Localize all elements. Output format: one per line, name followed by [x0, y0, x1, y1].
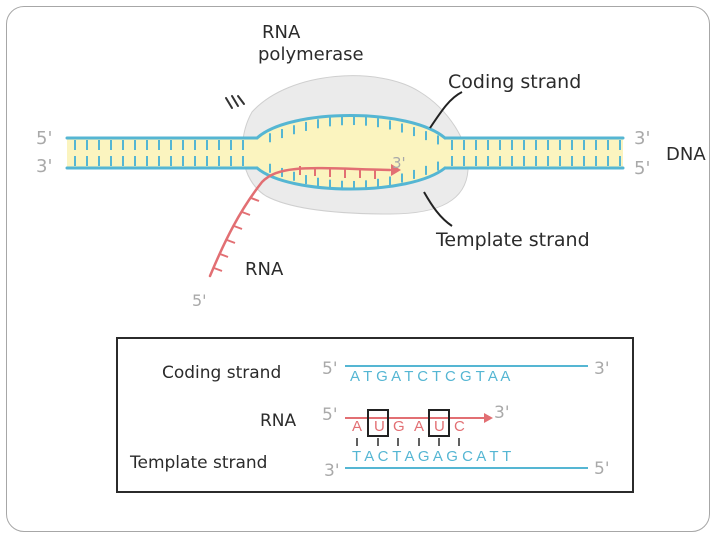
uracil-highlight-1 — [367, 409, 389, 437]
left-top-end: 5' — [36, 128, 52, 149]
seq-rna-3prime: 3' — [494, 403, 510, 423]
dna-strands — [65, 114, 625, 191]
right-bottom-end: 5' — [634, 158, 650, 179]
rna-bases — [213, 166, 376, 272]
seq-template-bases: T A C T A G A G C A T T — [352, 448, 511, 465]
coding-strand-pointer — [429, 91, 463, 129]
rna-base-4: A — [414, 418, 424, 435]
coding-strand-bases — [269, 116, 439, 190]
seq-template-3prime: 3' — [324, 461, 340, 481]
right-top-end: 3' — [634, 128, 650, 149]
seq-template-5prime: 5' — [594, 459, 610, 479]
rna-tick — [226, 239, 236, 244]
sequence-box — [116, 337, 634, 493]
template-strand-label: Template strand — [435, 229, 590, 251]
motion-marks — [225, 95, 245, 109]
rna-tick — [213, 267, 223, 272]
rna-tick — [219, 253, 229, 258]
dna-base-pairs — [74, 140, 621, 166]
pairing-ticks — [356, 438, 460, 446]
rna-polymerase-label-2: polymerase — [258, 44, 364, 65]
coding-strand-label: Coding strand — [448, 71, 581, 93]
template-strand-pointer — [423, 191, 453, 227]
rna-strand — [208, 166, 392, 278]
rna-tick — [250, 197, 260, 202]
rna-tick — [233, 225, 243, 230]
rna-label: RNA — [245, 259, 284, 280]
rna-base-6: C — [454, 418, 465, 435]
uracil-highlight-2 — [428, 409, 450, 437]
rna-polymerase-label-1: RNA — [262, 22, 301, 43]
rna-base-3: G — [393, 418, 405, 435]
rna-base-5: U — [434, 418, 445, 435]
rna-tick — [241, 211, 251, 216]
dna-label: DNA — [666, 144, 706, 165]
seq-coding-bases: A T G A T C T C G T A A — [350, 368, 510, 385]
seq-coding-3prime: 3' — [594, 359, 610, 379]
rna-3prime-end: 3' — [392, 154, 406, 172]
dna-left-band — [67, 138, 257, 168]
seq-rna-label: RNA — [260, 411, 297, 431]
rna-base-1: A — [352, 418, 362, 435]
seq-coding-label: Coding strand — [162, 363, 281, 383]
seq-rna-arrowhead — [484, 413, 493, 423]
rna-arrowhead — [391, 164, 401, 176]
left-bottom-end: 3' — [36, 156, 52, 177]
rna-5prime-end: 5' — [192, 291, 207, 310]
transcription-bubble — [257, 115, 445, 189]
dna-right-band — [445, 138, 623, 168]
seq-coding-5prime: 5' — [322, 359, 338, 379]
seq-rna-5prime: 5' — [322, 405, 338, 425]
seq-rna-bases: A U G A U C — [352, 418, 465, 435]
rna-base-2: U — [374, 418, 385, 435]
seq-template-label: Template strand — [129, 453, 267, 473]
